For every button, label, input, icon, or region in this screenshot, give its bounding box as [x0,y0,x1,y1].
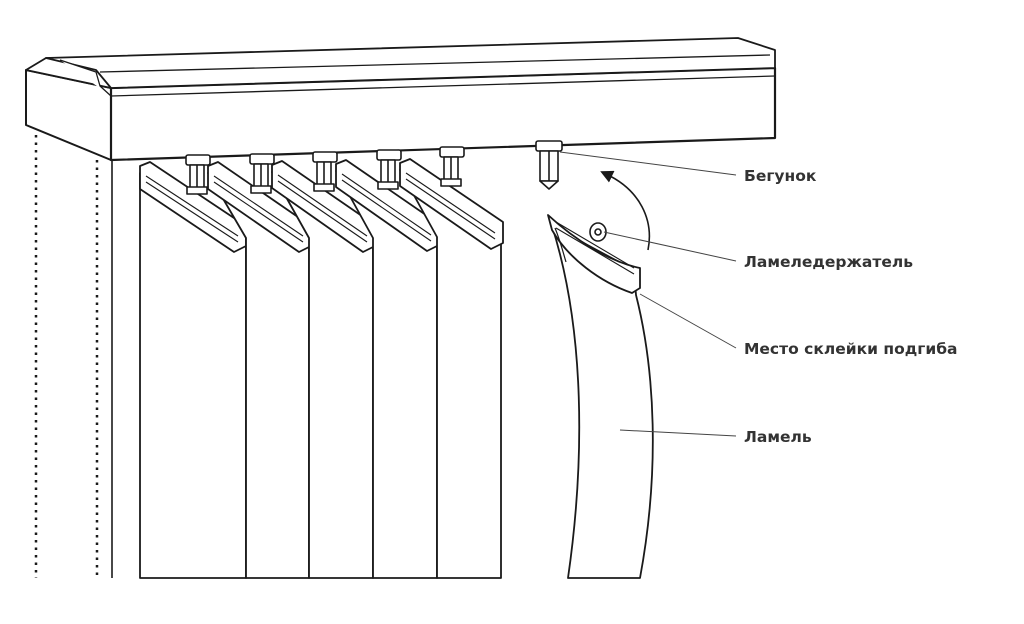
runner-1 [185,154,211,195]
label-slat: Ламель [744,428,812,446]
leader-slat-holder [603,231,737,262]
slat-3 [271,160,376,579]
window-frame [34,135,113,578]
label-glue-fold: Место склейки подгиба [744,340,958,358]
rotation-arrow [600,170,651,251]
slat-4 [335,159,440,579]
label-runner: Бегунок [744,167,817,185]
runner-detached [535,140,563,190]
slat-detached [547,214,654,579]
leader-runner [559,151,737,176]
slat-5 [399,158,504,579]
runner-4 [376,149,402,190]
leader-slat [619,429,737,437]
label-slat-holder: Ламеледержатель [744,253,914,271]
leader-lines [559,151,737,437]
slat-1 [139,161,247,579]
cornice-rail [25,37,777,162]
runner-5 [439,146,465,187]
runners [185,146,465,195]
slat-holder-clip [589,222,607,242]
leader-glue-fold [639,293,737,349]
runner-3 [312,151,338,192]
runner-2 [249,153,275,194]
